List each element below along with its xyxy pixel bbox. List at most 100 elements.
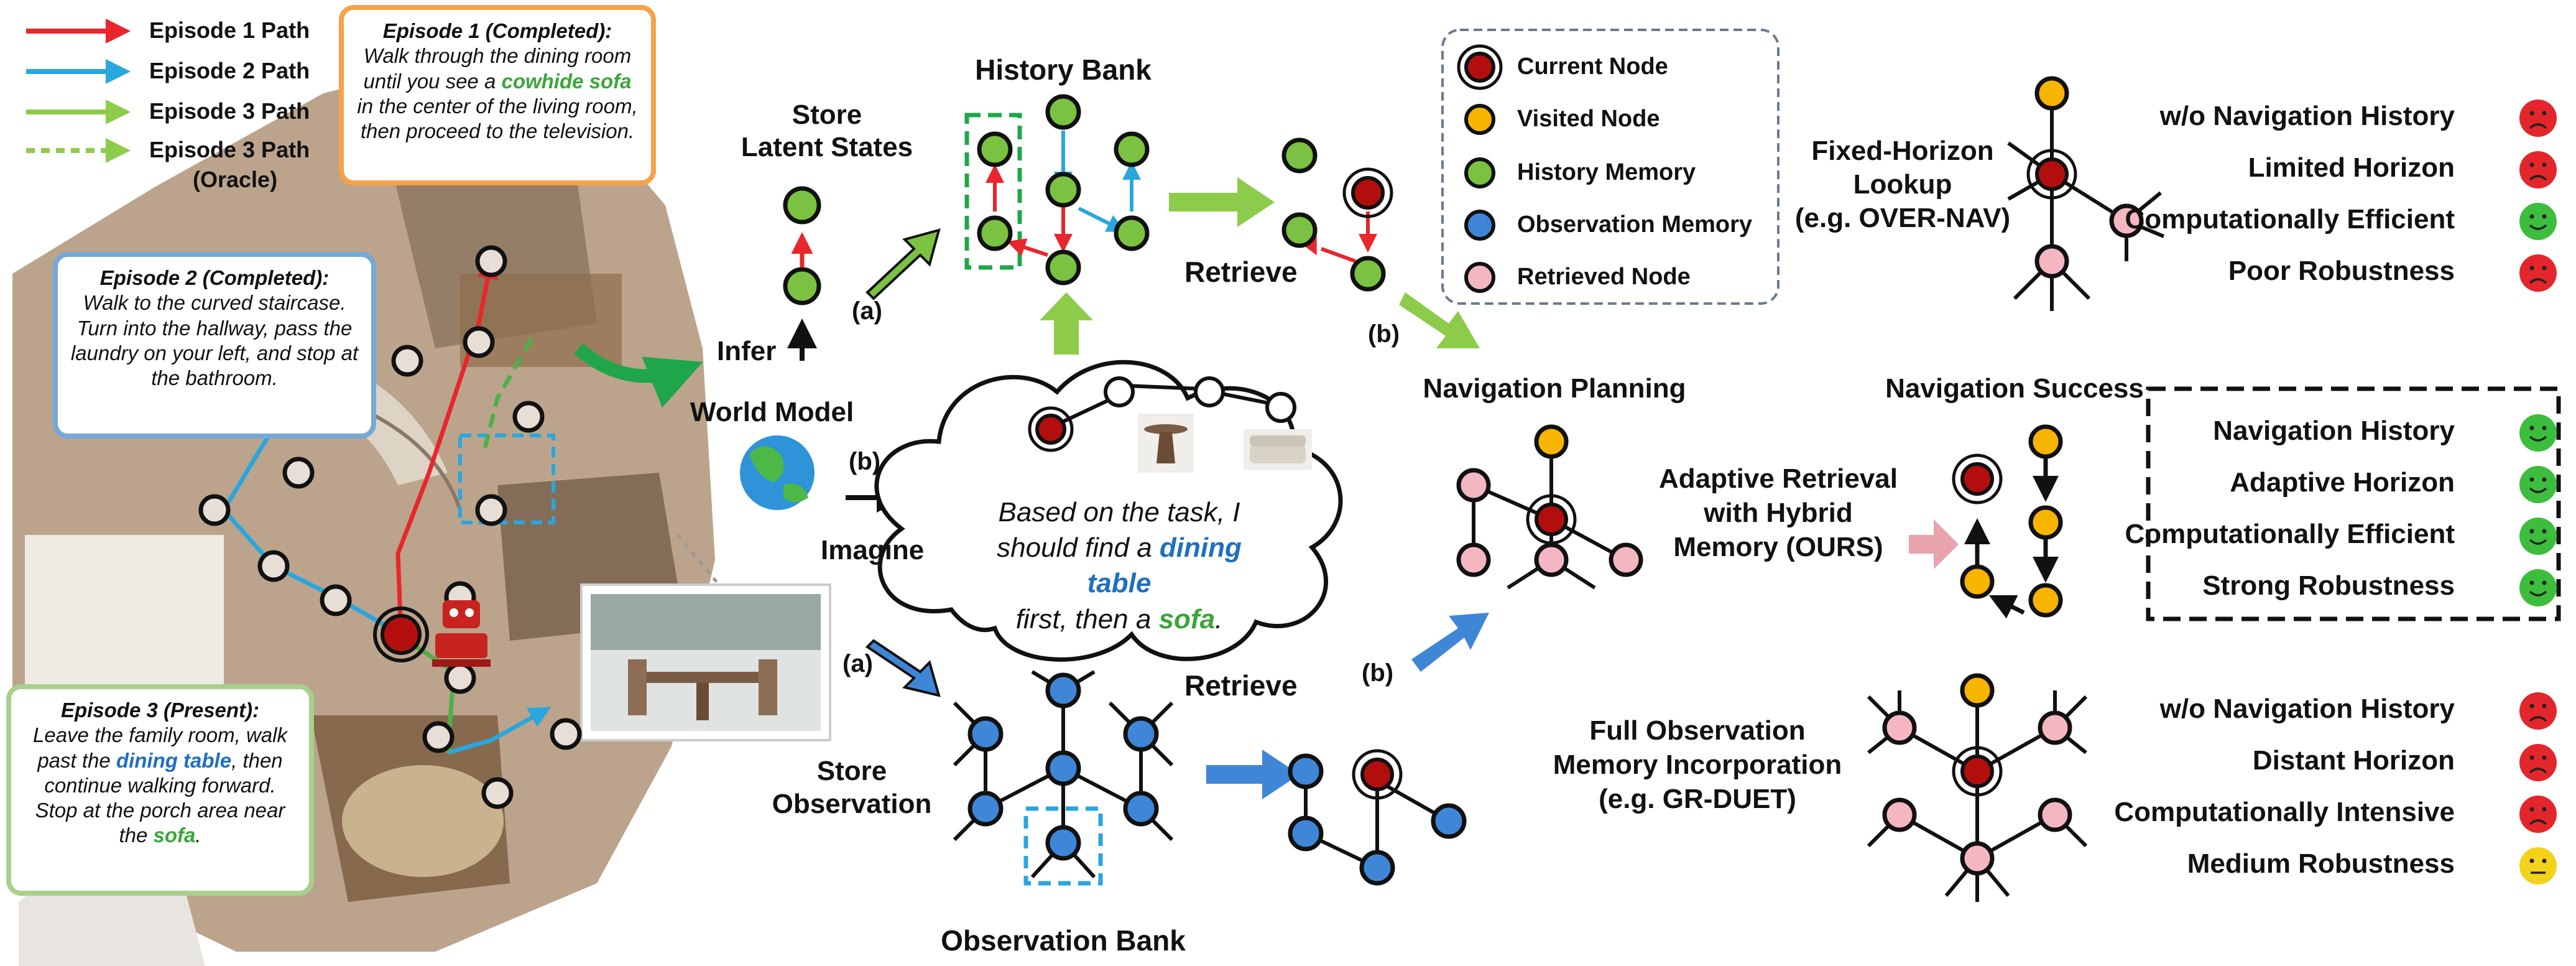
episode1-instruction-box: Episode 1 (Completed): Walk through the … [339,5,656,185]
smile-face-icon [2519,569,2557,606]
map-to-world-arrow [573,343,703,408]
history-bank-title: History Bank [975,53,1152,86]
navigation-success-graph [1952,424,2063,619]
frown-face-icon [2519,744,2557,781]
path-legend [26,19,131,163]
legend-episode2-label: Episode 2 Path [149,58,310,83]
navigation-success-label: Navigation Success [1885,373,2144,404]
legend-observation-memory: Observation Memory [1517,211,1752,238]
top-property-2: Limited Horizon [2248,152,2455,183]
dining-room-photo [580,583,831,741]
navigation-planning-label: Navigation Planning [1423,373,1686,404]
cloud-keyword-sofa: sofa [1158,603,1216,634]
robot-icon [432,600,491,667]
episode3-keyword-table: dining table [116,748,232,772]
episode2-title: Episode 2 (Completed): [99,266,330,289]
episode1-text-a: Walk through the dining room until you s… [363,44,632,93]
bottom-property-1: w/o Navigation History [2159,694,2455,724]
cloud-line-2: should find a dining table [970,530,1268,601]
legend-episode1-label: Episode 1 Path [149,17,310,43]
cloud-period: . [1215,603,1223,634]
episode1-title: Episode 1 (Completed): [382,19,612,42]
store-latent-label-1: Store [792,100,862,130]
history-retrieve-graph [1281,137,1393,292]
cloud-line-1: Based on the task, I [998,497,1240,527]
frown-face-icon [2519,254,2557,292]
map-target-box [458,434,555,524]
bottom-property-3: Computationally Intensive [2114,797,2455,827]
ours-properties-box [2146,386,2561,621]
observation-retrieve-graph [1288,749,1467,886]
episode2-text: Walk to the curved staircase. Turn into … [70,291,359,389]
episode3-keyword-sofa: sofa [153,824,196,847]
observation-bank-title: Observation Bank [941,924,1186,957]
full-observation-label-2: Memory Incorporation [1553,750,1842,780]
episode3-text-a: Leave the family room, walk past the [32,723,287,772]
cloud-line-2-text: should find a [997,532,1160,564]
cloud-line-3: first, then a sofa. [970,601,1268,637]
cloud-line-3-text: first, then a [1015,603,1159,634]
step-b-lower: (b) [1362,659,1394,687]
ours-property-2: Adaptive Horizon [2230,467,2455,498]
full-observation-graph [1867,673,2088,902]
episode1-text-b: in the center of the living room, then p… [357,94,638,142]
step-a-upper: (a) [852,297,882,325]
step-a-lower: (a) [843,650,873,677]
cloud-reasoning-text: Based on the task, I should find a dinin… [970,495,1268,637]
node-legend-box [1441,29,1780,305]
cloud-keyword-table: dining table [1087,532,1242,599]
legend-current-node: Current Node [1517,53,1668,80]
map-waypoints [198,245,582,809]
episode3-text-c: . [195,824,201,847]
imagine-label: Imagine [821,535,925,565]
episode1-keyword-sofa: cowhide sofa [501,69,632,93]
ours-property-4: Strong Robustness [2202,570,2455,601]
fixed-horizon-label-3: (e.g. OVER-NAV) [1794,203,2011,233]
ours-property-3: Computationally Efficient [2125,519,2455,549]
observation-bank-graph [953,670,1174,886]
ours-label-3: Memory (OURS) [1673,532,1883,562]
top-property-1: w/o Navigation History [2159,101,2455,131]
ours-label-2: with Hybrid [1704,498,1853,528]
face-icons [2519,100,2557,885]
navigation-planning-graph [1456,424,1643,590]
fixed-horizon-graph [2007,76,2165,311]
node-legend-markers [1457,44,1503,293]
step-b-upper: (b) [1368,320,1400,348]
sofa-thumbnail [1244,429,1312,470]
smile-face-icon [2519,466,2557,503]
ours-label-1: Adaptive Retrieval [1659,463,1898,494]
frown-face-icon [2519,796,2557,833]
store-latent-label-2: Latent States [741,132,913,162]
smile-face-icon [2519,518,2557,555]
episode3-title: Episode 3 (Present): [60,699,260,722]
legend-history-memory: History Memory [1517,159,1696,185]
legend-retrieved-node: Retrieved Node [1517,264,1691,290]
full-observation-label-1: Full Observation [1589,715,1806,746]
top-property-4: Poor Robustness [2228,256,2455,286]
bottom-property-4: Medium Robustness [2187,848,2455,879]
store-observation-label-2: Observation [772,789,932,819]
retrieve-top-label: Retrieve [1184,256,1298,288]
table-thumbnail [1138,414,1194,473]
bottom-property-2: Distant Horizon [2252,745,2455,776]
history-bank-graph [964,94,1150,286]
world-model-column [740,186,907,513]
imagination-cloud [874,360,1343,662]
smile-face-icon [2519,203,2557,240]
episode3-text-b: , then continue walking forward. Stop at… [35,748,285,847]
frown-face-icon [2519,151,2557,188]
neutral-face-icon [2519,847,2557,885]
step-b-middle: (b) [849,448,881,475]
legend-episode3-label: Episode 3 Path [149,98,310,124]
legend-episode3-oracle-label: Episode 3 Path [149,137,310,162]
episode3-instruction-box: Episode 3 (Present): Leave the family ro… [6,684,314,896]
store-observation-label-1: Store [816,756,887,786]
smile-face-icon [2519,414,2557,452]
fixed-horizon-label-1: Fixed-Horizon [1811,136,1994,166]
frown-face-icon [2519,692,2557,730]
infer-label: Infer [717,336,777,366]
world-model-label: World Model [690,397,854,427]
legend-visited-node: Visited Node [1517,106,1660,132]
